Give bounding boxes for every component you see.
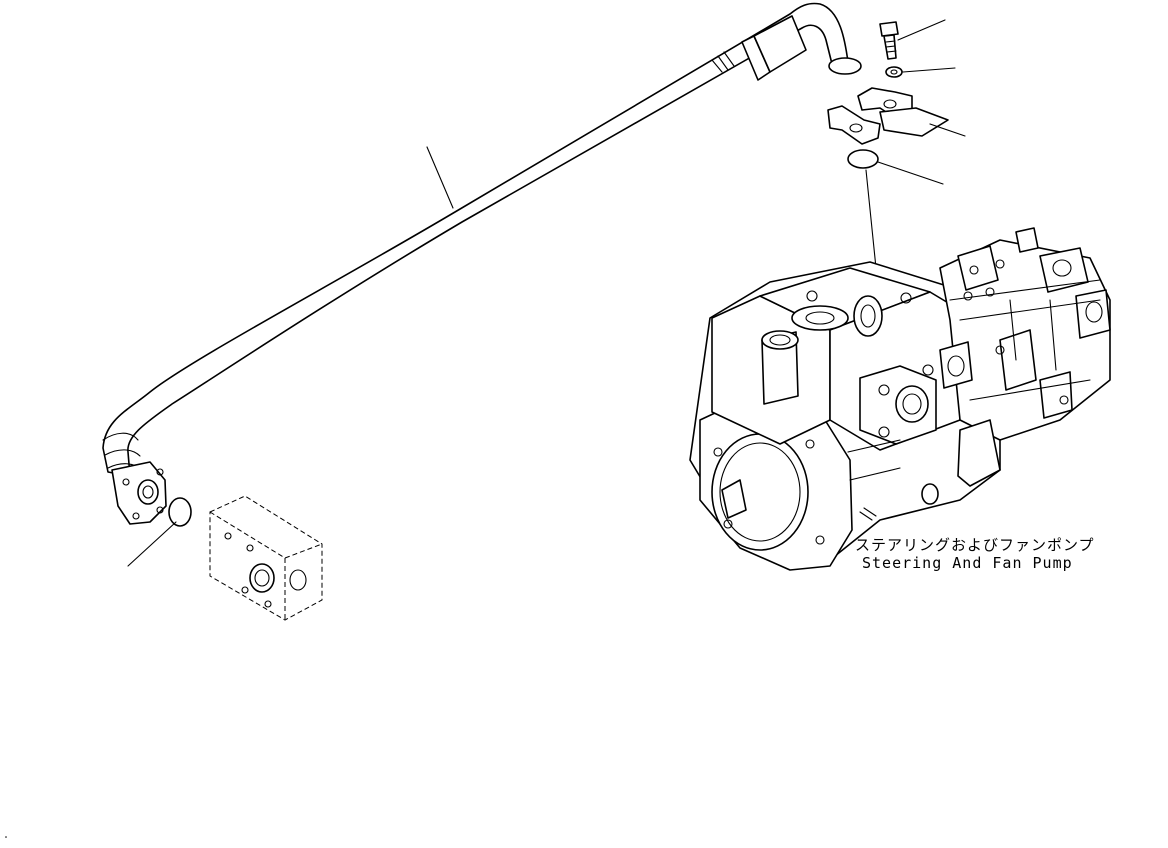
corner-mark xyxy=(5,836,7,838)
bolt-leader-line xyxy=(897,19,946,41)
washer[interactable] xyxy=(885,66,903,78)
o-ring-upper[interactable] xyxy=(847,149,879,169)
steering-and-fan-pump xyxy=(689,227,1111,571)
bolt[interactable] xyxy=(879,21,899,60)
pump-label-english: Steering And Fan Pump xyxy=(862,554,1073,572)
o-ring-lower-leader-line xyxy=(127,521,177,567)
hydraulic-hose[interactable] xyxy=(102,2,862,525)
washer-leader-line xyxy=(902,67,956,73)
shim-plate[interactable] xyxy=(879,107,949,137)
o-ring-lower[interactable] xyxy=(168,497,192,527)
o-ring-upper-leader-line xyxy=(877,161,944,185)
o-ring-assembly-line xyxy=(865,169,877,269)
valve-block xyxy=(209,495,323,621)
hose-leader-line xyxy=(426,146,454,209)
pump-label-japanese: ステアリングおよびファンポンプ xyxy=(855,536,1095,554)
clamp-leader-line xyxy=(929,123,966,137)
